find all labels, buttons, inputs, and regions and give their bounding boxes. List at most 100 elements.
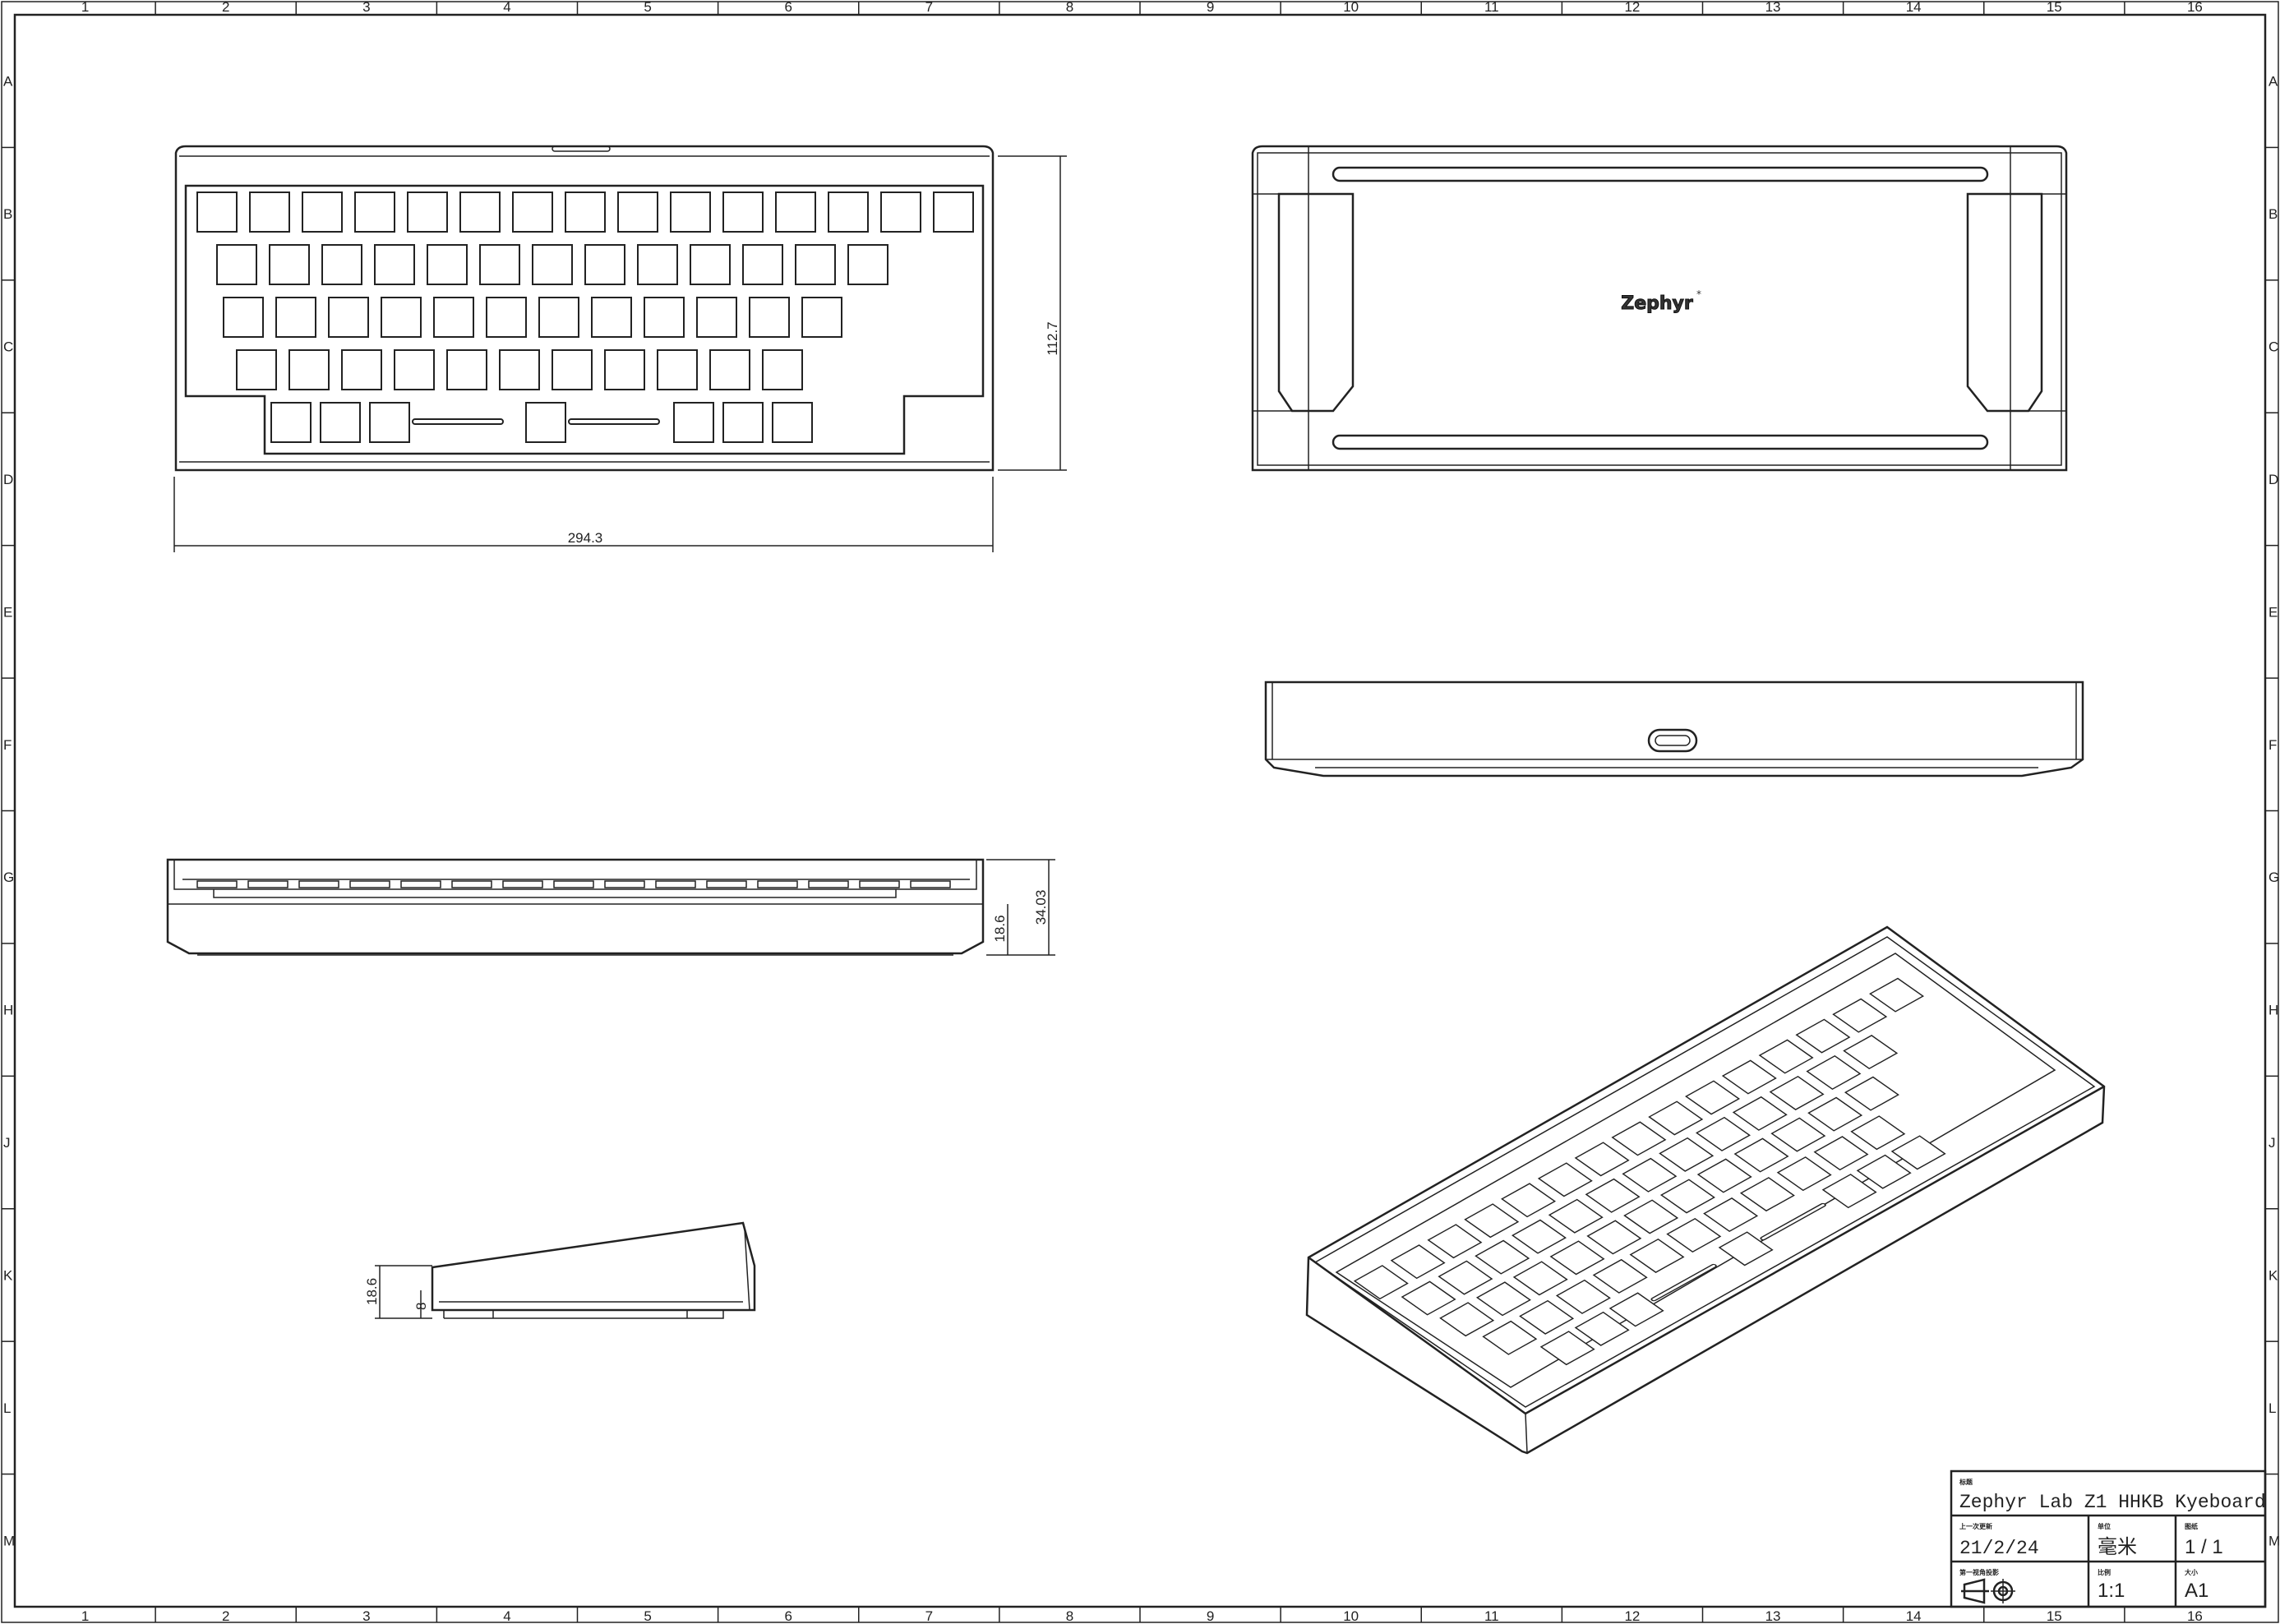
keycap-edge bbox=[451, 880, 492, 888]
stabilizer-slot bbox=[1760, 1202, 1826, 1241]
column-label: 10 bbox=[1343, 0, 1359, 15]
switch-cutout bbox=[532, 244, 573, 285]
keycap-edge bbox=[910, 880, 951, 888]
switch-cutout bbox=[1611, 1121, 1667, 1156]
side-height-dimension: 18.6 bbox=[364, 1278, 380, 1305]
switch-cutout bbox=[320, 402, 361, 443]
brand-logo: Zephyr bbox=[1621, 293, 1693, 314]
column-label: 14 bbox=[1906, 0, 1922, 15]
switch-cutout bbox=[801, 297, 842, 338]
switch-cutout bbox=[1512, 1261, 1568, 1296]
switch-cutout bbox=[1703, 1197, 1759, 1233]
rear-view bbox=[1264, 681, 2084, 777]
row-label: L bbox=[2268, 1400, 2276, 1416]
switch-cutout bbox=[1390, 1244, 1446, 1280]
switch-cutout bbox=[1721, 1059, 1777, 1095]
switch-cutout bbox=[1856, 1154, 1912, 1189]
switch-cutout bbox=[762, 349, 803, 390]
switch-cutout bbox=[673, 402, 714, 443]
switch-cutout bbox=[847, 244, 888, 285]
width-dimension: 294.3 bbox=[568, 530, 603, 546]
switch-cutout bbox=[565, 191, 606, 233]
switch-cutout bbox=[1439, 1302, 1495, 1337]
switch-cutout bbox=[486, 297, 527, 338]
switch-cutout bbox=[1585, 1178, 1641, 1213]
switch-cutout bbox=[1869, 977, 1925, 1013]
row-label: D bbox=[3, 472, 13, 487]
switch-cutout bbox=[1832, 998, 1888, 1033]
row-label: M bbox=[2268, 1533, 2280, 1548]
switch-cutout bbox=[637, 244, 678, 285]
switch-cutout bbox=[552, 349, 593, 390]
column-label: 6 bbox=[784, 0, 792, 15]
column-label: 13 bbox=[1765, 0, 1781, 15]
switch-cutout bbox=[1475, 1281, 1531, 1317]
switch-cutout bbox=[1718, 1231, 1774, 1266]
row-label: J bbox=[3, 1135, 11, 1151]
keycap-edge bbox=[349, 880, 390, 888]
switch-cutout bbox=[1666, 1217, 1722, 1253]
keycap-edge bbox=[706, 880, 747, 888]
row-label: B bbox=[3, 206, 12, 222]
isometric-view bbox=[1305, 925, 2106, 1455]
sheet-number: 1 / 1 bbox=[2185, 1536, 2223, 1558]
column-label: 10 bbox=[1343, 1608, 1359, 1624]
switch-cutout bbox=[341, 349, 382, 390]
switch-cutout bbox=[1770, 1117, 1826, 1152]
column-label: 3 bbox=[362, 0, 370, 15]
keycap-edge bbox=[808, 880, 849, 888]
switch-cutout bbox=[302, 191, 343, 233]
switch-cutout bbox=[1353, 1265, 1409, 1300]
bottom-view: Zephyr * bbox=[1251, 145, 2068, 472]
switch-cutout bbox=[321, 244, 362, 285]
stabilizer-slot bbox=[1650, 1263, 1717, 1302]
size-value: A1 bbox=[2185, 1580, 2208, 1602]
stabilizer-slot bbox=[568, 418, 660, 425]
row-label: C bbox=[2268, 339, 2278, 355]
switch-cutout bbox=[1739, 1177, 1795, 1212]
switch-cutout bbox=[1482, 1320, 1538, 1355]
switch-cutout bbox=[499, 349, 540, 390]
switch-cutout bbox=[1511, 1219, 1567, 1254]
switch-cutout bbox=[1776, 1156, 1832, 1192]
switch-cutout bbox=[617, 191, 658, 233]
switch-cutout bbox=[1890, 1135, 1946, 1170]
keycap-edge bbox=[859, 880, 900, 888]
switch-cutout bbox=[795, 244, 836, 285]
switch-cutout bbox=[1549, 1240, 1605, 1276]
switch-cutout bbox=[354, 191, 395, 233]
column-label: 4 bbox=[503, 1608, 510, 1624]
column-label: 9 bbox=[1207, 1608, 1214, 1624]
switch-cutout bbox=[1813, 1136, 1869, 1171]
top-view: 294.3 112.7 bbox=[173, 145, 1067, 552]
switch-cutout bbox=[828, 191, 869, 233]
switch-cutout bbox=[584, 244, 625, 285]
switch-cutout bbox=[1795, 1018, 1851, 1054]
switch-cutout bbox=[446, 349, 487, 390]
depth-dimension: 112.7 bbox=[1045, 321, 1060, 355]
switch-cutout bbox=[1537, 1162, 1593, 1197]
switch-cutout bbox=[1695, 1116, 1751, 1151]
switch-cutout bbox=[433, 297, 474, 338]
row-label: H bbox=[3, 1003, 13, 1018]
column-label: 12 bbox=[1624, 0, 1640, 15]
keycap-edge bbox=[553, 880, 594, 888]
keycap-edge bbox=[502, 880, 543, 888]
column-label: 8 bbox=[1066, 1608, 1073, 1624]
switch-cutout bbox=[1519, 1299, 1575, 1335]
column-label: 16 bbox=[2187, 0, 2203, 15]
keycap-edge bbox=[247, 880, 288, 888]
switch-cutout bbox=[1401, 1280, 1456, 1316]
switch-cutout bbox=[690, 244, 731, 285]
switch-cutout bbox=[670, 191, 711, 233]
column-label: 3 bbox=[362, 1608, 370, 1624]
column-label: 7 bbox=[925, 0, 933, 15]
switch-cutout bbox=[1806, 1054, 1862, 1090]
title-label: 标题 bbox=[1959, 1478, 1973, 1486]
column-label: 6 bbox=[784, 1608, 792, 1624]
column-label: 5 bbox=[644, 1608, 651, 1624]
switch-cutout bbox=[236, 349, 277, 390]
row-label: G bbox=[3, 870, 14, 885]
switch-cutout bbox=[772, 402, 813, 443]
